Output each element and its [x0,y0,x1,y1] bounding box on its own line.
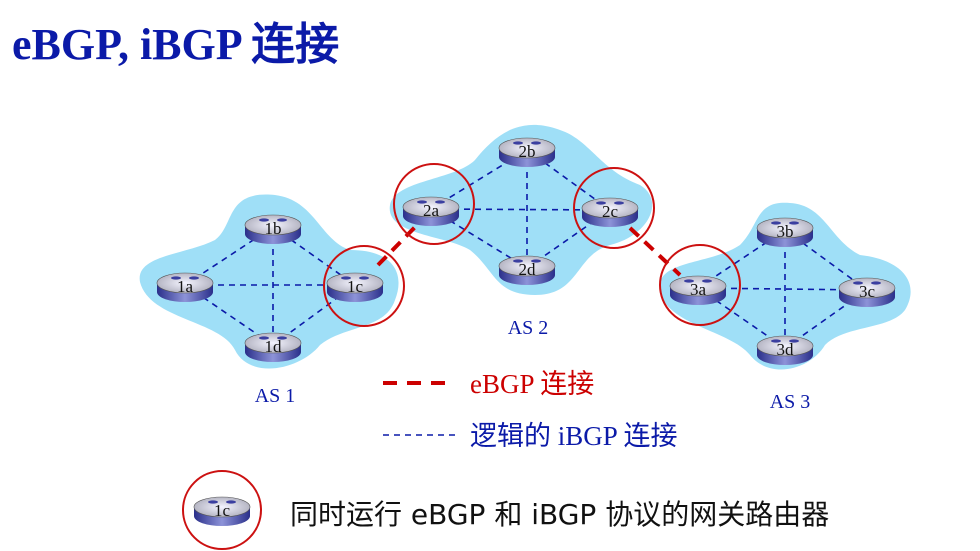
svg-text:3d: 3d [777,340,795,359]
router-2b: 2b [498,137,556,168]
ebgp-links [376,220,682,277]
svg-text:3c: 3c [859,282,876,301]
page-title: eBGP, iBGP 连接 [12,20,340,69]
svg-text:1b: 1b [265,219,282,238]
router-3b: 3b [756,217,814,248]
svg-text:1d: 1d [265,337,283,356]
router-1a: 1a [156,272,214,303]
ibgp-legend-label: 逻辑的 iBGP 连接 [470,421,678,451]
gateway-legend-label: 同时运行 eBGP 和 iBGP 协议的网关路由器 [290,498,829,531]
router-1b: 1b [244,214,302,245]
router-3d: 3d [756,335,814,366]
router-2d: 2d [498,255,556,286]
svg-text:1c: 1c [347,277,364,296]
ebgp-legend-label: eBGP 连接 [470,369,594,399]
router-3a: 3a [669,275,727,306]
svg-text:2d: 2d [519,260,537,279]
svg-text:2b: 2b [519,142,536,161]
as2-label: AS 2 [508,317,549,339]
as3-label: AS 3 [770,391,811,413]
router-1d: 1d [244,332,302,363]
router-3c: 3c [838,277,896,308]
as1-cloud [139,194,399,369]
gateway-legend-circle [182,470,262,550]
as1-label: AS 1 [255,385,296,407]
svg-text:2a: 2a [423,201,440,220]
svg-text:3b: 3b [777,222,794,241]
router-2c: 2c [581,197,639,228]
svg-text:1a: 1a [177,277,194,296]
svg-text:2c: 2c [602,202,619,221]
svg-text:3a: 3a [690,280,707,299]
router-1c: 1c [326,272,384,303]
router-2a: 2a [402,196,460,227]
gateway-highlights [323,163,741,327]
gateway-legend-icon: 1c [193,496,251,527]
svg-text:1c: 1c [214,501,231,520]
